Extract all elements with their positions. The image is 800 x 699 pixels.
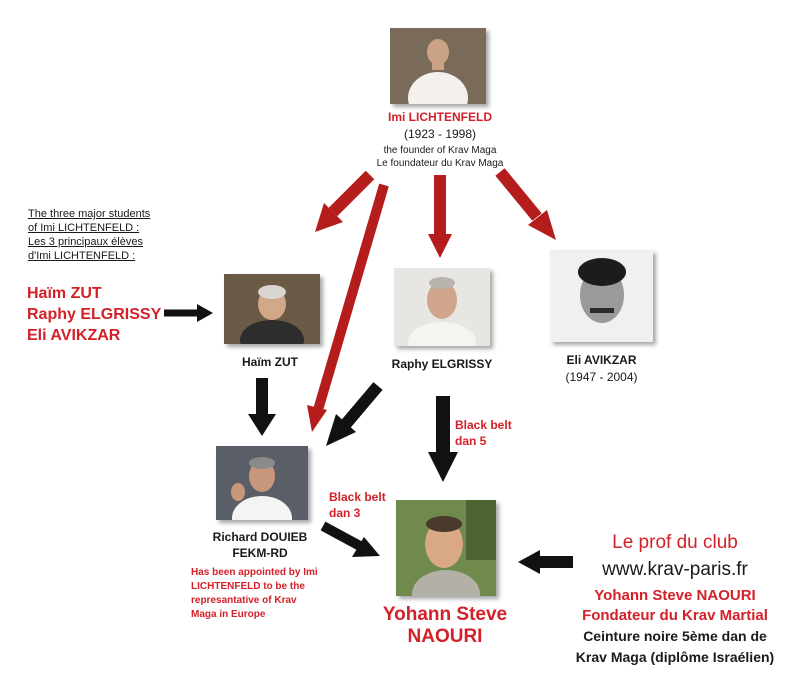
yohann-name-line2: NAOURI	[407, 626, 483, 647]
student-list-item: Raphy ELGRISSY	[27, 306, 162, 323]
richard-douieb-photo	[216, 446, 308, 520]
haim-zut-photo	[224, 274, 320, 344]
red-arrow-to-eli	[495, 168, 556, 240]
student-list-item: Eli AVIKZAR	[27, 327, 121, 344]
imi-lichtenfeld-photo	[390, 28, 486, 104]
black-arrow-raphy-to-yohann	[428, 396, 458, 482]
students-heading: The three major students of Imi LICHTENF…	[28, 207, 188, 263]
students-heading-line4: d'Imi LICHTENFELD :	[28, 250, 136, 262]
founder-name: Imi LICHTENFELD	[388, 110, 492, 124]
students-list: Haïm ZUT Raphy ELGRISSY Eli AVIKZAR	[27, 283, 177, 346]
richard-note-line: represantative of Krav	[191, 595, 297, 606]
club-title: Le prof du club	[612, 532, 738, 553]
black-arrow-richard-to-yohann	[320, 521, 380, 557]
black-belt-dan5-line2: dan 5	[455, 434, 487, 448]
haim-zut-name: Haïm ZUT	[241, 355, 298, 369]
club-info: Le prof du club www.krav-paris.fr Yohann…	[560, 531, 790, 668]
black-belt-dan5-label: Black belt dan 5	[455, 417, 545, 449]
black-arrow-club-to-yohann	[518, 550, 573, 574]
black-arrow-list-to-haim	[164, 304, 213, 322]
student-list-item: Haïm ZUT	[27, 285, 102, 302]
club-url[interactable]: www.krav-paris.fr	[602, 559, 748, 580]
eli-avikzar-photo	[550, 250, 653, 342]
black-belt-dan3-line2: dan 3	[329, 506, 361, 520]
black-belt-dan5-line1: Black belt	[455, 418, 512, 432]
club-teacher-role: Fondateur du Krav Martial	[582, 607, 768, 624]
eli-avikzar-name: Eli AVIKZAR	[566, 353, 637, 367]
black-arrow-raphy-to-richard	[326, 382, 383, 446]
black-belt-dan3-label: Black belt dan 3	[329, 489, 419, 521]
yohann-naouri-name: Yohann Steve NAOURI	[360, 604, 530, 648]
black-belt-dan3-line1: Black belt	[329, 490, 386, 504]
club-belt-line1: Ceinture noire 5ème dan de	[583, 628, 767, 644]
yohann-naouri-photo	[396, 500, 496, 596]
eli-avikzar-years: (1947 - 2004)	[565, 370, 638, 384]
students-heading-line3: Les 3 principaux élèves	[28, 236, 143, 248]
richard-douieb-name: Richard DOUIEB	[212, 530, 308, 544]
red-arrow-to-richard	[307, 183, 389, 432]
founder-years: (1923 - 1998)	[403, 127, 477, 141]
richard-note-line: LICHTENFELD to be the	[191, 581, 305, 592]
richard-douieb-org: FEKM-RD	[232, 546, 288, 560]
yohann-name-line1: Yohann Steve	[382, 604, 508, 625]
richard-note-line: Maga in Europe	[191, 609, 266, 620]
club-teacher-name: Yohann Steve NAOURI	[594, 587, 756, 604]
students-heading-line1: The three major students	[28, 208, 151, 220]
richard-note-line: Has been appointed by Imi	[191, 567, 318, 578]
black-arrow-haim-to-richard	[248, 378, 276, 436]
founder-desc-fr: Le foundateur du Krav Maga	[376, 158, 504, 169]
students-heading-line2: of Imi LICHTENFELD :	[28, 222, 140, 234]
raphy-elgrissy-name: Raphy ELGRISSY	[391, 357, 493, 371]
red-arrow-to-raphy	[428, 175, 452, 258]
richard-douieb-note: Has been appointed by Imi LICHTENFELD to…	[191, 566, 341, 622]
red-arrow-to-haim	[315, 170, 375, 232]
raphy-elgrissy-photo	[394, 268, 490, 346]
founder-desc-en: the founder of Krav Maga	[383, 145, 497, 156]
club-belt-line2: Krav Maga (diplôme Israélien)	[575, 649, 775, 665]
